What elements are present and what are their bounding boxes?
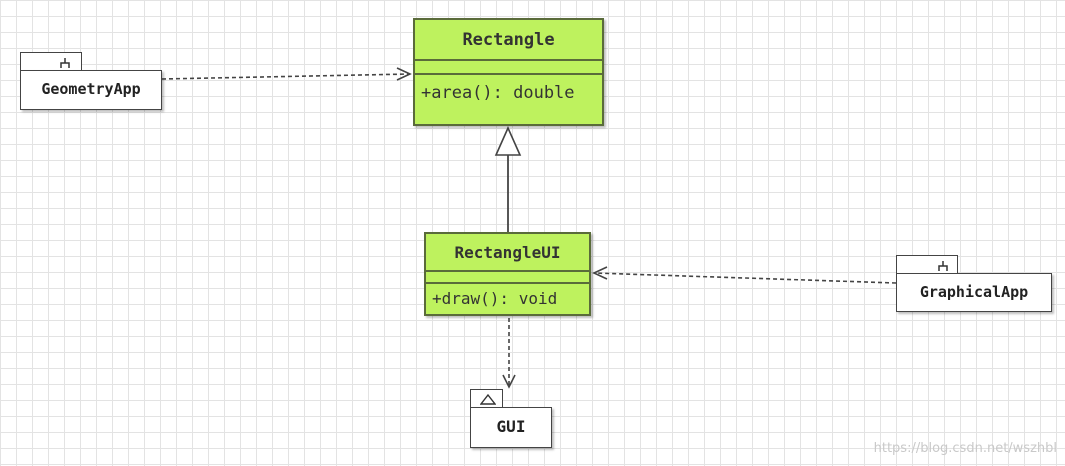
- dependency-geometryapp-to-rectangle: [161, 73, 411, 80]
- package-graphicalapp-label: GraphicalApp: [896, 273, 1052, 312]
- class-rectangleui-name: RectangleUI: [426, 234, 589, 272]
- class-rectangleui-attributes-compartment: [426, 272, 589, 284]
- package-gui-label: GUI: [470, 407, 552, 448]
- package-graphicalapp[interactable]: GraphicalApp: [896, 255, 1052, 312]
- class-rectangle-attributes-compartment: [415, 61, 602, 75]
- package-tab: [470, 389, 503, 408]
- class-rectangle-operation: +area(): double: [421, 83, 575, 103]
- class-rectangleui[interactable]: RectangleUI +draw(): void: [424, 232, 591, 316]
- triangle-icon: [480, 394, 496, 405]
- generalization-hollow-triangle: [494, 126, 522, 156]
- package-geometryapp[interactable]: GeometryApp: [20, 52, 162, 110]
- watermark-url: https://blog.csdn.net/wszhbl: [873, 441, 1057, 456]
- dependency-graphicalapp-to-rectangleui: [593, 272, 897, 284]
- package-geometryapp-label: GeometryApp: [20, 70, 162, 110]
- class-rectangle[interactable]: Rectangle +area(): double: [413, 18, 604, 126]
- package-tab: [20, 52, 82, 71]
- package-tab: [896, 255, 958, 274]
- dependency-arrowhead-rectangle: [396, 67, 412, 81]
- dependency-arrowhead-gui: [502, 374, 516, 389]
- component-fork-icon: [938, 261, 948, 271]
- class-rectangleui-operation: +draw(): void: [432, 289, 558, 308]
- package-gui[interactable]: GUI: [470, 389, 552, 448]
- class-rectangle-name: Rectangle: [415, 20, 602, 61]
- component-fork-icon: [60, 58, 70, 68]
- dependency-arrowhead-rectangleui: [592, 266, 608, 280]
